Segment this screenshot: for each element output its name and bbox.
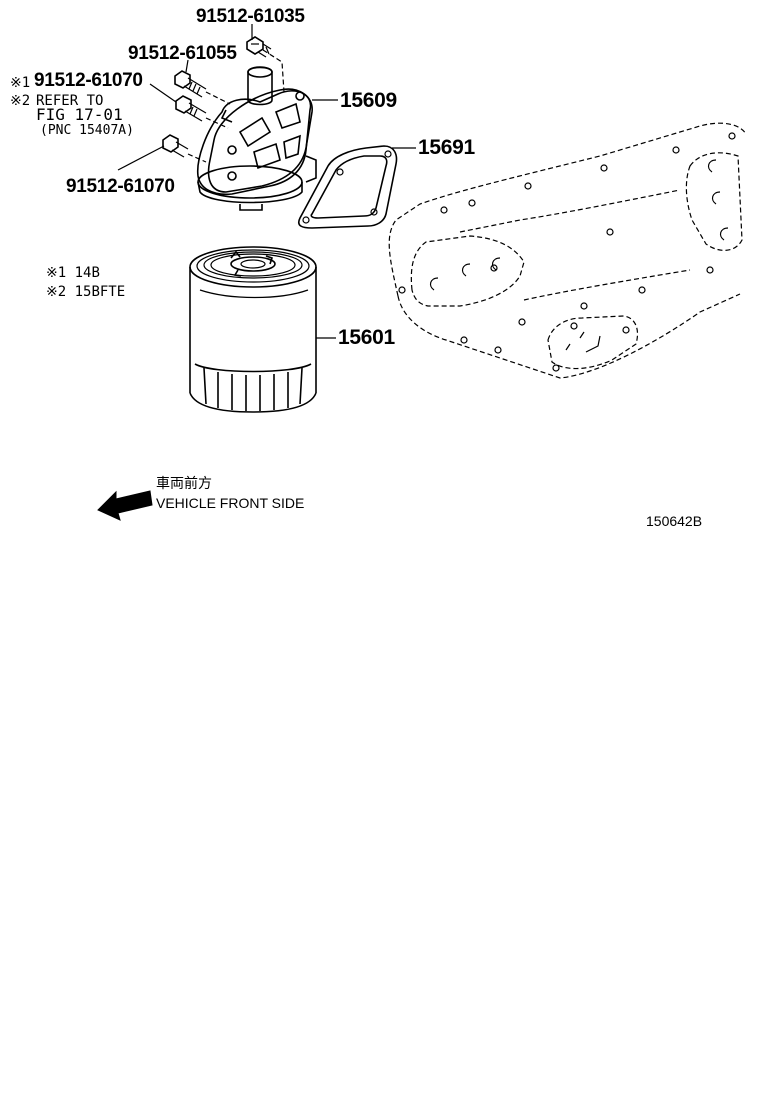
bolt-path-second (205, 91, 231, 105)
label-91512-61070: 91512-61070 (34, 70, 143, 91)
label-91512-61070-lower: 91512-61070 (66, 176, 175, 197)
legend-14b: ※1 14B (46, 265, 100, 281)
note-refer-line3: (PNC 15407A) (40, 123, 134, 138)
figure-id: 150642B (646, 513, 702, 529)
label-15601: 15601 (338, 326, 396, 349)
bolt-91512-61035 (246, 36, 272, 58)
oil-filter-bracket (196, 66, 317, 211)
label-15609: 15609 (340, 89, 397, 112)
bolt-91512-61055 (174, 70, 207, 98)
leader-91512-61070 (149, 83, 177, 103)
note-refer-line1: REFER TO (36, 93, 103, 109)
note-mark2: ※2 (10, 93, 30, 109)
leader-91512-61055 (185, 59, 189, 73)
direction-en: VEHICLE FRONT SIDE (156, 495, 304, 511)
direction-jp: 車両前方 (156, 475, 212, 491)
bolt-path-lower (187, 153, 207, 163)
bolt-path-third (205, 117, 229, 129)
leader-91512-61070-lower (117, 145, 165, 171)
front-arrow-icon (97, 490, 153, 521)
label-91512-61035: 91512-61035 (196, 6, 305, 27)
bolt-91512-61070-lower (162, 134, 189, 158)
gasket (297, 145, 398, 229)
bolt-91512-61070-upper (175, 95, 207, 122)
engine-timing-cover (388, 122, 747, 379)
label-91512-61055: 91512-61055 (128, 43, 237, 64)
note-refer-line2: FIG 17-01 (36, 105, 123, 124)
legend-15bfte: ※2 15BFTE (46, 284, 125, 300)
oil-filter (189, 246, 317, 413)
label-15691: 15691 (418, 136, 476, 159)
bolt-path-top (262, 49, 285, 93)
note-mark1: ※1 (10, 75, 30, 91)
